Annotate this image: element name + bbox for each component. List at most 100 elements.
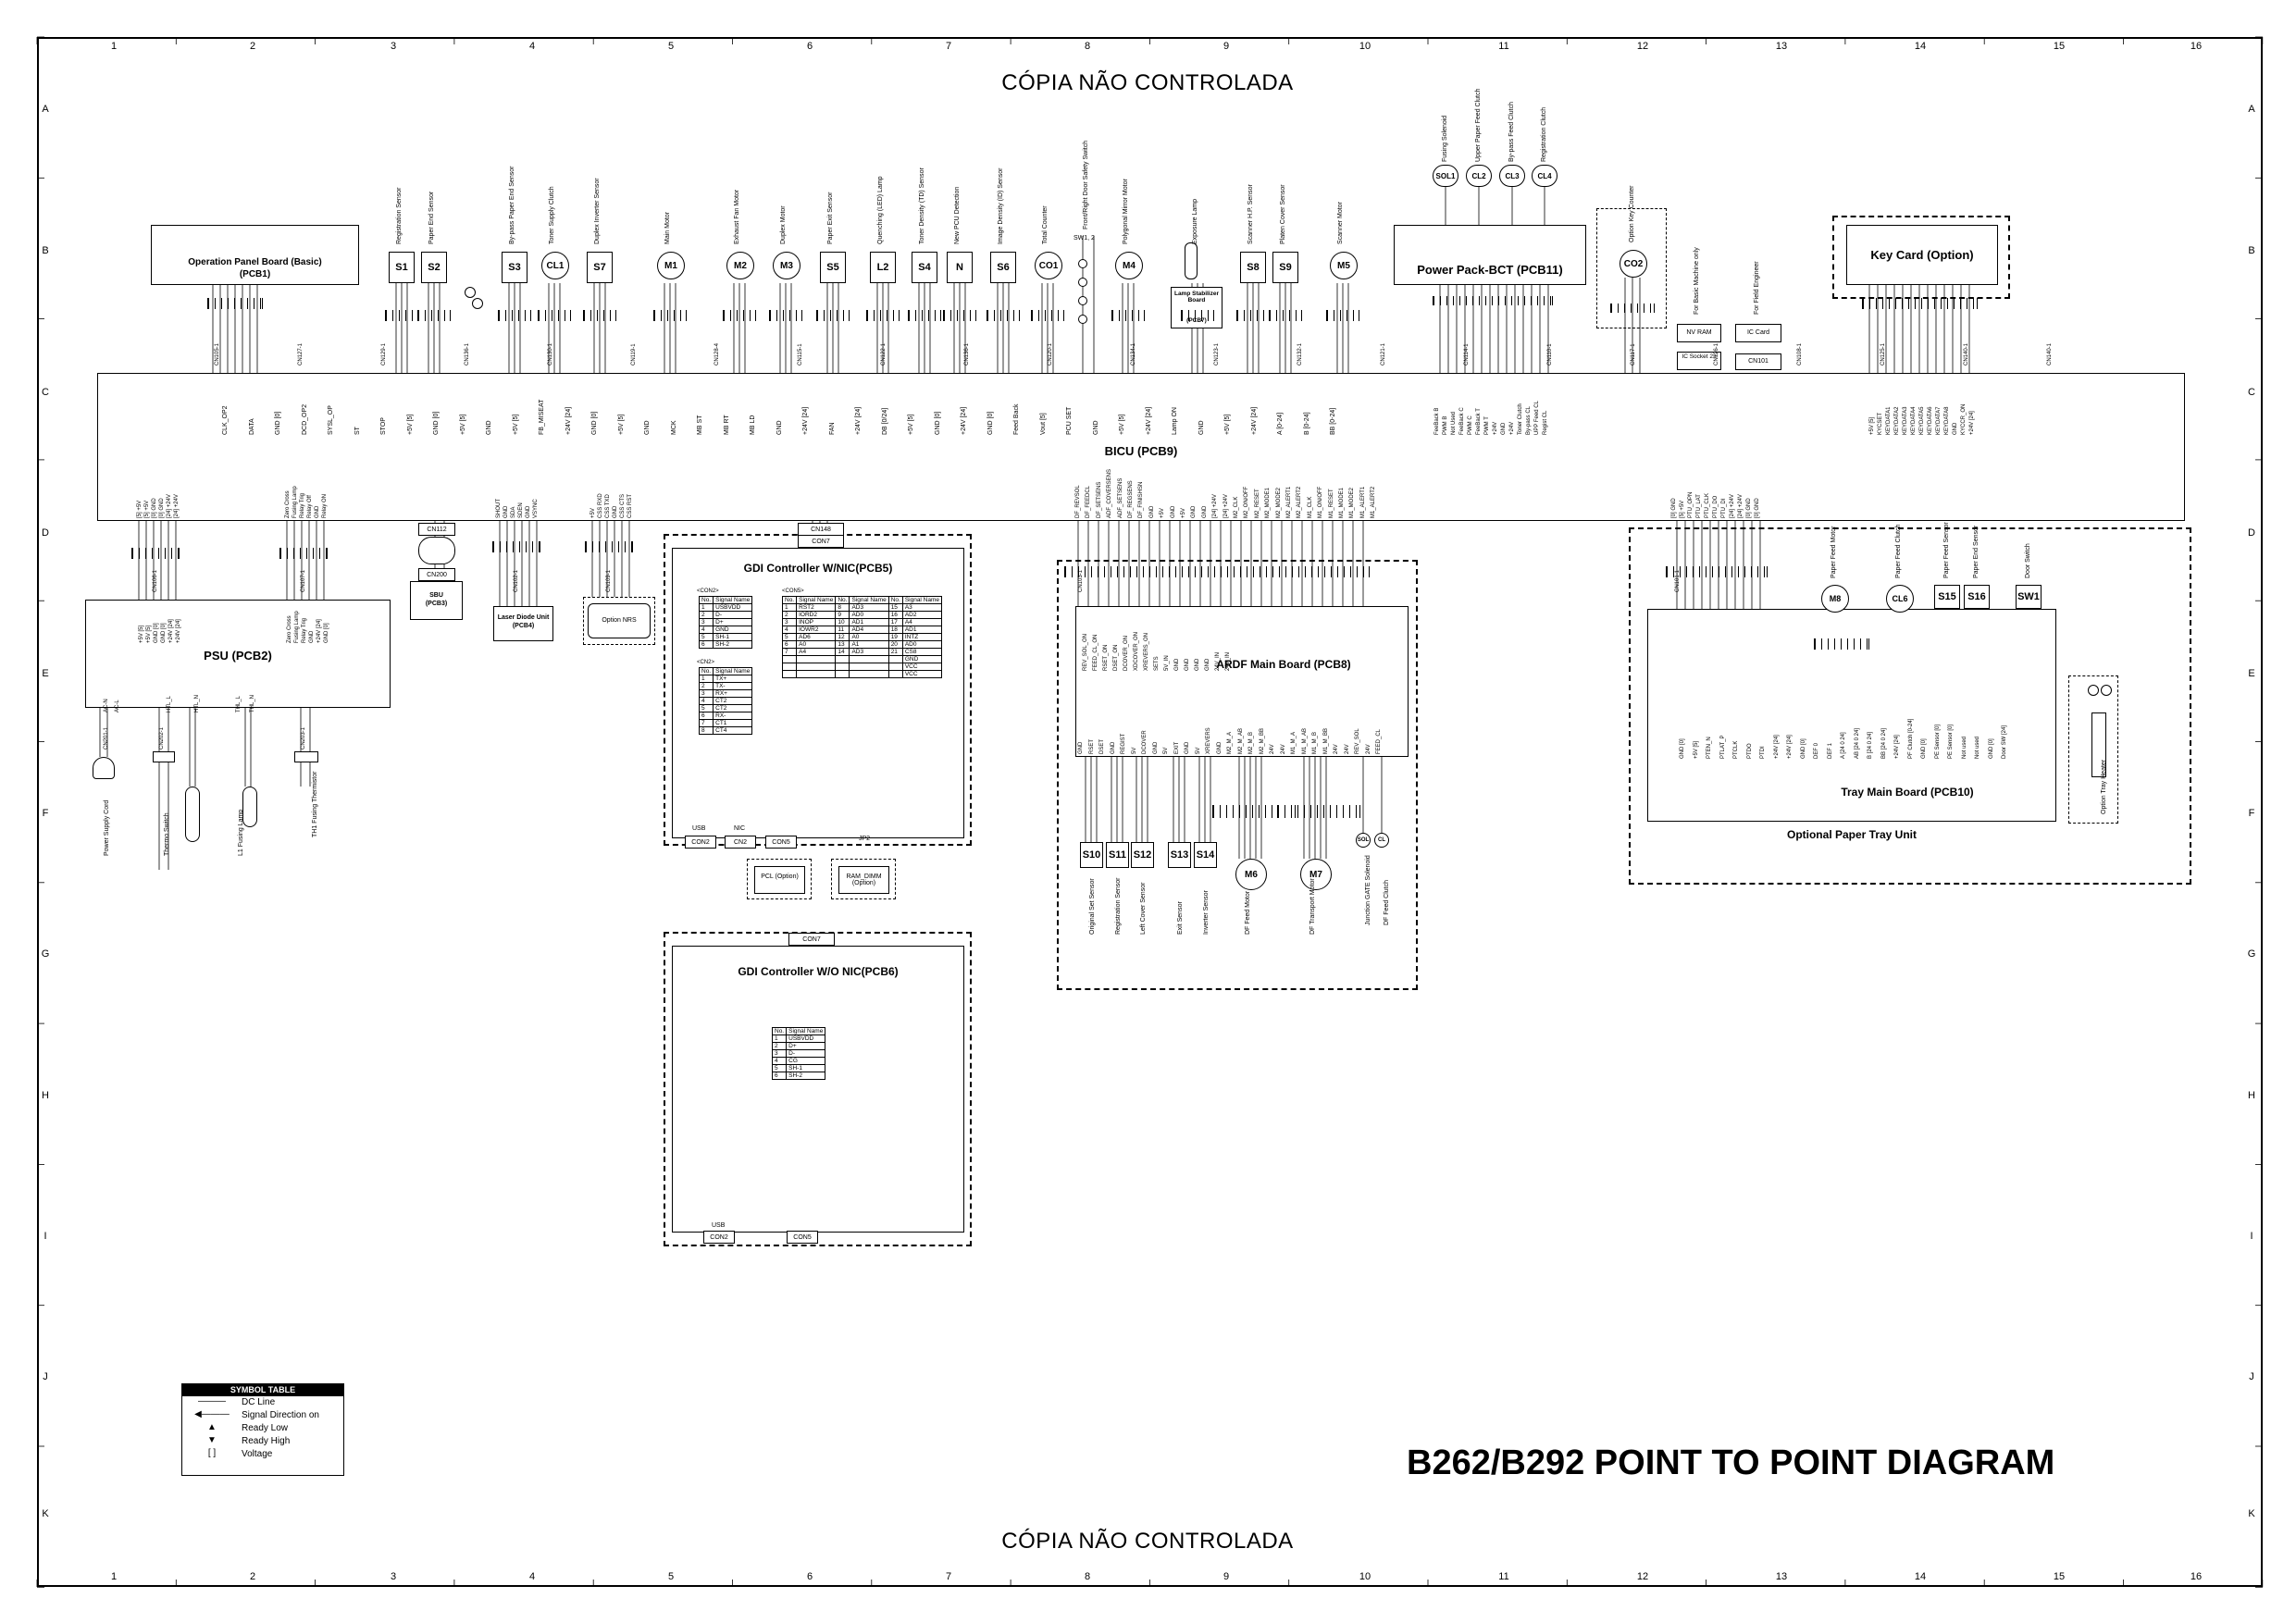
table-cell: 4 [698, 626, 714, 634]
grid-row-label-left: K [42, 1508, 49, 1519]
con7-b-label: CON7 [802, 935, 821, 943]
pcl-option: PCL (Option) [754, 866, 805, 894]
ardf-signal-label: +5V [1181, 508, 1186, 518]
key-card-connector [1862, 298, 1978, 309]
ardf-signal-label: M2_ON/OFF [1244, 486, 1250, 518]
tray-signal-label: PTU_OPN [1688, 491, 1694, 518]
bicu-signal-label: GND [0] [987, 411, 994, 435]
ardf-signal-label: ADF_COVERSENS [1107, 468, 1113, 518]
table-cell: 6 [771, 1072, 788, 1080]
grid-col-label-top: 7 [945, 41, 952, 52]
tray-bottom-label: DEF 0 [1814, 742, 1819, 759]
bicu-connector-label: CN114-1 [1464, 343, 1470, 365]
bicu-signal-label: KEYDATA6 [1928, 406, 1933, 435]
n-new-pcu-detection: N [947, 252, 973, 283]
bicu-signal-label: By-pass CL [1526, 405, 1532, 435]
table-cell: RX+ [713, 689, 753, 698]
bicu-signal-label: +5V [5] [1224, 414, 1231, 435]
bicu-signal-label: FeeBack C [1459, 407, 1465, 435]
bicu-bottom-signal-label: GND [526, 505, 531, 518]
con5-b-label: CON5 [793, 1233, 812, 1241]
s15-tray-sensor: S15 [1934, 585, 1960, 609]
psu-signal-label: Relay Trig [302, 617, 307, 643]
bicu-signal-label: MB LD [750, 415, 756, 435]
ardf-part-label: DF Transport Motor [1309, 878, 1316, 935]
gdi-wo-nic-label: GDI Controller W/O NIC(PCB6) [738, 965, 899, 978]
ardf-bottom-label: M1_M_AB [1301, 727, 1308, 754]
switch-label: Front/Right Door Safety Switch [1083, 140, 1089, 229]
table-cell: No. [698, 667, 714, 675]
table-cell: 18 [887, 626, 903, 634]
bicu-signal-label: GND [0] [591, 411, 598, 435]
ardf-signal-label: M1_ALERT2 [1371, 486, 1377, 518]
component-label: By-pass Paper End Sensor [509, 166, 515, 244]
bicu-bottom-signal-label: Relay Trig [300, 492, 305, 518]
ardf-bottom-label: GND [1216, 741, 1222, 754]
ardf-bottom-label: GND [1152, 741, 1159, 754]
laser-diode-label: Laser Diode Unit [497, 614, 550, 621]
bicu-signal-label: GND [1953, 422, 1958, 435]
sol1-power-pack-part: SOL1 [1433, 165, 1458, 187]
component-label: Duplex Inverter Sensor [594, 178, 601, 244]
ardf-bottom-label: M1_M_BB [1322, 727, 1329, 754]
bicu-signal-label: +24V [24] [1250, 406, 1258, 435]
tray-connector [1666, 566, 1768, 577]
ardf-signal-label: [24] +24V [1222, 494, 1229, 518]
tray-signal-label: [24] +24V [1730, 494, 1735, 518]
psu-signal-label: GND [0] [161, 623, 167, 643]
tray-bottom-label: GND [0] [1921, 738, 1927, 759]
bicu-signal-label: KEYDATA4 [1911, 406, 1917, 435]
ardf-part-label: Junction GATE Solenoid [1365, 855, 1371, 925]
ardf-signal-label: ADF_SETSENS [1117, 477, 1123, 518]
cn2-label: CN2 [733, 838, 747, 846]
ardf-part-label: DF Feed Clutch [1384, 879, 1390, 925]
connector-pins [1326, 310, 1359, 321]
table-cell: A4 [901, 618, 943, 626]
option-nrs-inner: Option NRS [588, 603, 651, 638]
ardf-inner-label: DSET_ON [1113, 644, 1119, 671]
table-cell [835, 655, 850, 663]
grid-row-label-right: E [2248, 668, 2255, 679]
table-cell: A1 [849, 640, 889, 649]
tray-signal-label: PTU_DI [1721, 498, 1727, 518]
table-cell: 10 [835, 618, 850, 626]
bicu-bottom-signal-label: GND [315, 505, 320, 518]
psu-cn-label: AC-L [115, 700, 120, 712]
table-cell: 7 [781, 648, 798, 656]
usb-b-label: USB [712, 1222, 726, 1229]
component-label: Exposure Lamp [1192, 198, 1198, 244]
table-cell: Signal Name [713, 596, 753, 604]
bicu-signal-label: PCU SET [1066, 406, 1073, 435]
table-cell: A4 [796, 648, 837, 656]
bicu-connector-label: CN140-1 [2047, 342, 2053, 365]
option-nrs-box: Option NRS [583, 597, 655, 645]
psu-cn-label: HTL_L [167, 695, 172, 712]
bicu-connector-label: CN130-1 [548, 342, 553, 365]
bicu-signal-label: DB [0/24] [881, 407, 888, 435]
op-panel-connector [207, 298, 263, 309]
psu-cn-label: THL_N [250, 694, 255, 712]
table-cell: 2 [698, 682, 714, 690]
bicu-signal-label: +24V [24] [802, 406, 809, 435]
connector-pins [943, 310, 976, 321]
operation-panel-board: Operation Panel Board (Basic) (PCB1) [151, 225, 359, 285]
tray-signal-label: [5] +5V [1680, 500, 1685, 518]
grid-row-label-left: J [43, 1371, 48, 1382]
bicu-bottom-connector-label: CN106-1 [153, 569, 158, 592]
bicu-signal-label: GND [1501, 422, 1507, 435]
table-cell: 9 [835, 611, 850, 619]
table-cell: 5 [771, 1064, 788, 1072]
ardf-signal-label: GND [1191, 505, 1198, 518]
table-cell: RX- [713, 712, 753, 720]
table-cell: 4 [771, 1057, 788, 1065]
table-cell: 3 [698, 689, 714, 698]
heater-terminal [2101, 685, 2112, 696]
ardf-signal-label: M1_MODE2 [1349, 487, 1356, 518]
ardf-signal-label: M2_ALERT1 [1286, 486, 1292, 518]
